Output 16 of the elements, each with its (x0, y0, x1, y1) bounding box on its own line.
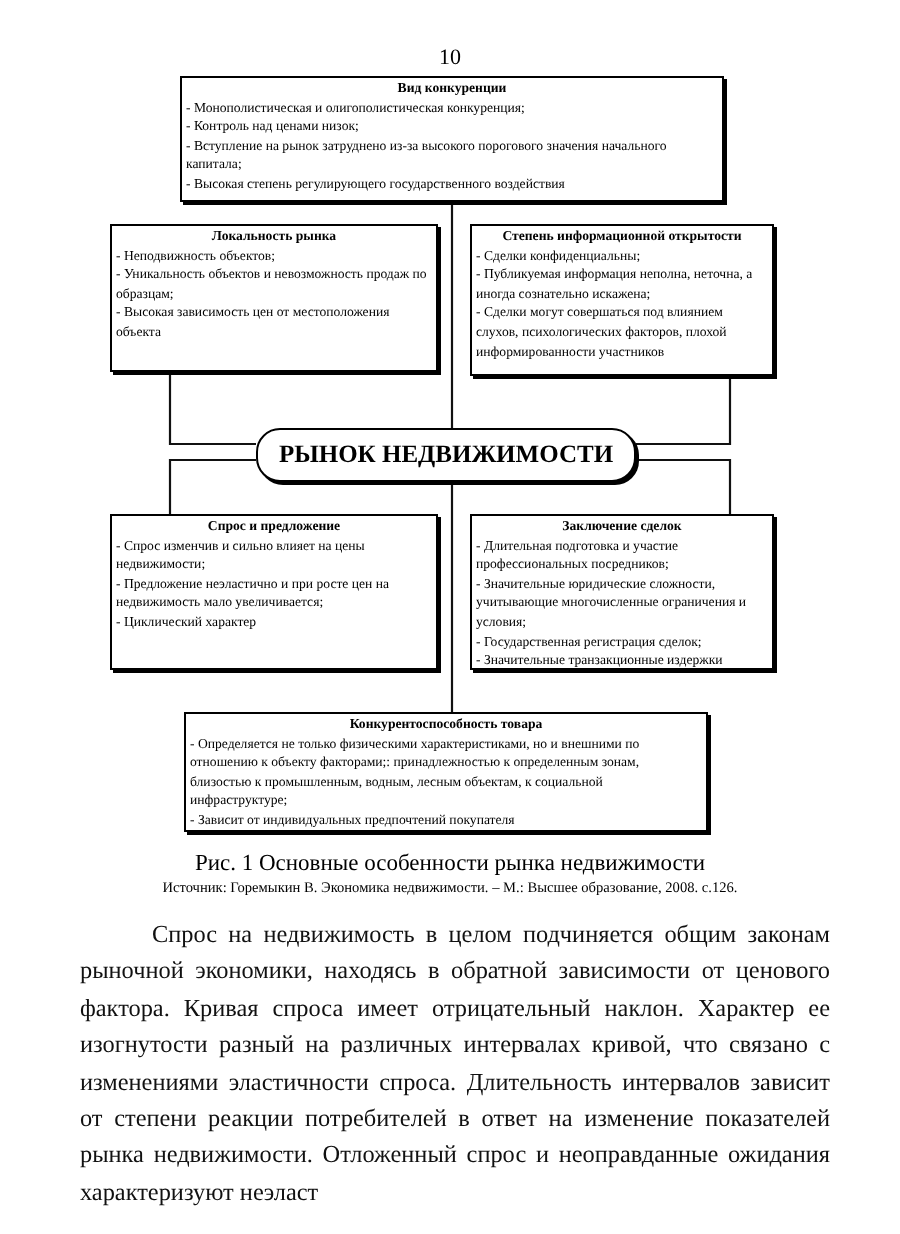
central-rounded-box: РЫНОК НЕДВИЖИМОСТИ (256, 428, 636, 482)
feature-box (180, 76, 724, 202)
page-number: 10 (439, 44, 461, 74)
feature-box (110, 514, 438, 670)
feature-box (470, 514, 774, 670)
feature-box (184, 712, 708, 832)
connector-line (450, 202, 454, 428)
connector-line (450, 482, 454, 712)
body-paragraph: Спрос на недвижимость в целом подчиняется общим законам рыночной экономики, находясь в обратной зависимости от ценового фактора. Кривая спроса имеет отрицательный наклон. Характер ее изогнутости разный на различных интервалах кривой, что связано с изменениями эластичности спроса. Длительность интервалов зависит от степени реакции потребителей в ответ на изменение показателей рынка недвижимости. Отложенный спрос и неоправданные ожидания характеризуют неэласт (80, 918, 830, 1210)
connector-line (636, 458, 732, 514)
feature-box (470, 224, 774, 376)
connector-line (168, 458, 256, 514)
figure-caption: Рис. 1 Основные особенности рынка недвижимости (194, 850, 706, 880)
connector-line (636, 376, 732, 446)
feature-box (110, 224, 438, 372)
connector-line (168, 372, 256, 446)
